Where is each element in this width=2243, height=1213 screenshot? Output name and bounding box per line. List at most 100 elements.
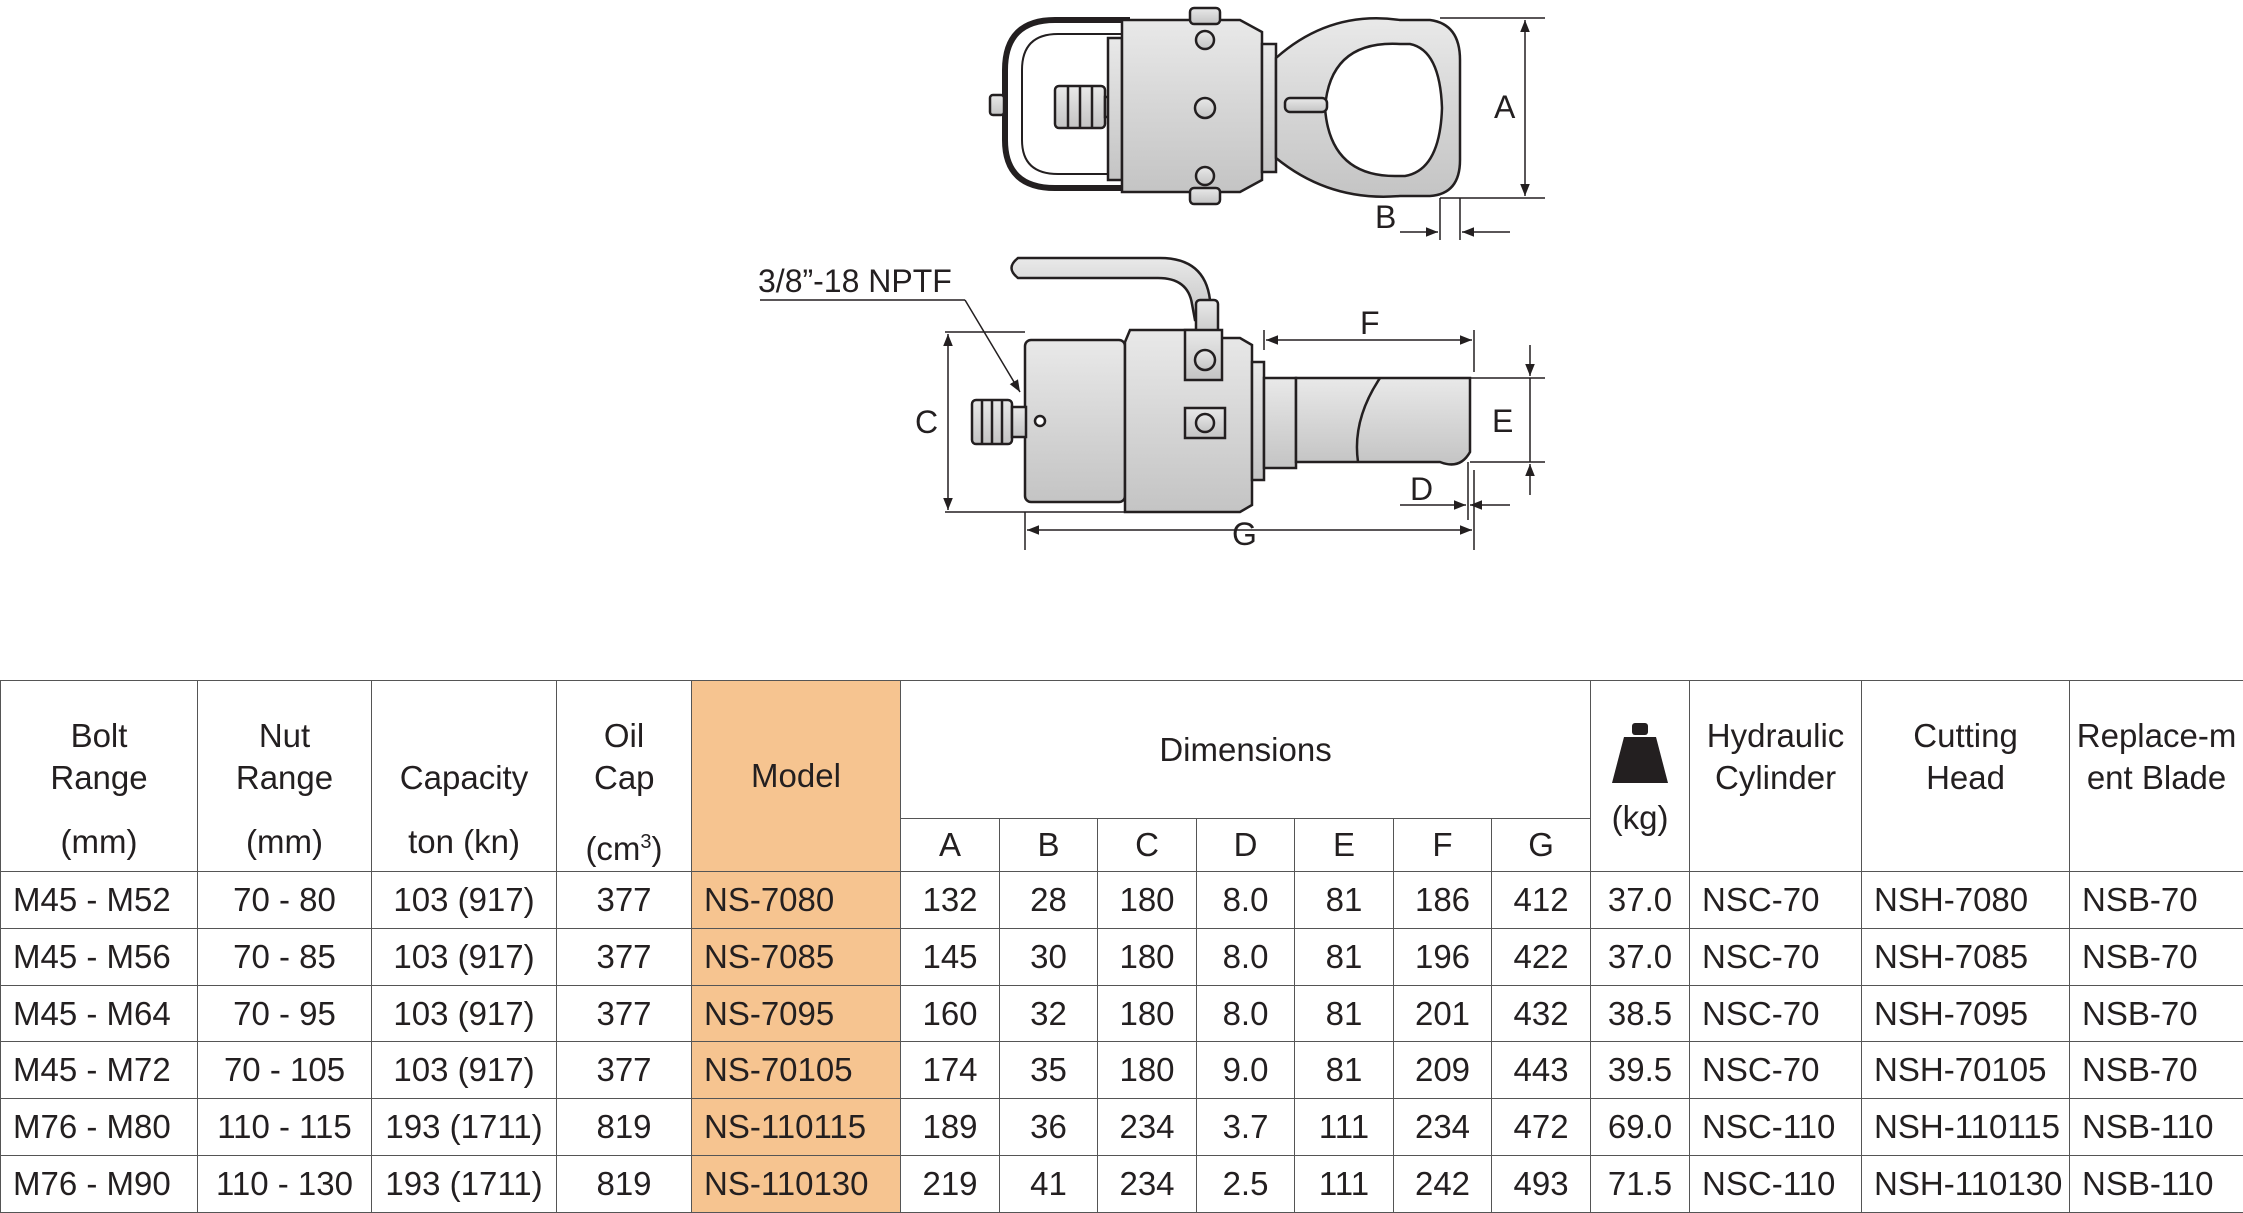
cell-nut-range: 70 - 95: [197, 984, 372, 1043]
cell-dim-e: 81: [1294, 871, 1394, 929]
header-weight: (kg): [1590, 680, 1691, 872]
cell-dim-d: 8.0: [1196, 871, 1295, 929]
cell-model: NS-70105: [691, 1041, 901, 1100]
cell-oil-cap: 377: [556, 1041, 692, 1100]
weight-icon: [1612, 723, 1669, 783]
cell-bolt-range: M45 - M72: [0, 1041, 198, 1100]
cell-dim-g: 443: [1490, 1041, 1592, 1100]
cell-weight: 37.0: [1590, 927, 1691, 986]
cell-weight: 37.0: [1590, 871, 1691, 929]
dim-label-c: C: [915, 404, 938, 440]
port-label: 3/8”-18 NPTF: [758, 263, 952, 299]
cell-dim-a: 189: [900, 1098, 1000, 1157]
cell-dim-c: 180: [1097, 1041, 1197, 1100]
technical-drawing: A B: [758, 6, 1545, 552]
cell-dim-g: 422: [1490, 927, 1592, 986]
cell-capacity: 193 (1711): [371, 1098, 557, 1157]
cell-cutting-head: NSH-70105: [1861, 1041, 2071, 1100]
cell-dim-a: 160: [900, 984, 1000, 1043]
cell-dim-f: 242: [1393, 1155, 1492, 1213]
cell-dim-b: 32: [999, 984, 1098, 1043]
cell-nut-range: 110 - 130: [197, 1155, 372, 1213]
cell-dim-g: 432: [1490, 984, 1592, 1043]
cell-dim-g: 493: [1490, 1155, 1592, 1213]
header-oil-cap-label: Oil Cap: [594, 717, 655, 796]
header-replacement-blade: Replace-ment Blade: [2069, 680, 2243, 872]
cell-cutting-head: NSH-7085: [1861, 927, 2071, 986]
cell-replacement-blade: NSB-70: [2069, 984, 2243, 1043]
cell-nut-range: 70 - 105: [197, 1041, 372, 1100]
cell-dim-d: 3.7: [1196, 1098, 1295, 1157]
cell-dim-a: 174: [900, 1041, 1000, 1100]
header-cutting-head-label: Cutting Head: [1913, 717, 2018, 796]
cell-nut-range: 110 - 115: [197, 1098, 372, 1157]
header-capacity-label: Capacity: [399, 759, 529, 796]
header-capacity-unit: ton (kn): [408, 823, 520, 860]
cell-cutting-head: NSH-7080: [1861, 871, 2071, 929]
cell-capacity: 103 (917): [371, 871, 557, 929]
cell-dim-f: 201: [1393, 984, 1492, 1043]
cell-model: NS-110115: [691, 1098, 901, 1157]
dimension-c-g: [760, 299, 1545, 550]
cell-dim-e: 81: [1294, 927, 1394, 986]
cell-weight: 69.0: [1590, 1098, 1691, 1157]
cell-hydraulic-cylinder: NSC-70: [1689, 1041, 1863, 1100]
cell-hydraulic-cylinder: NSC-110: [1689, 1098, 1863, 1157]
header-dim-d: D: [1196, 818, 1295, 872]
cell-hydraulic-cylinder: NSC-70: [1689, 927, 1863, 986]
header-bolt-range-unit: (mm): [60, 823, 138, 860]
cell-capacity: 103 (917): [371, 1041, 557, 1100]
cell-dim-a: 132: [900, 871, 1000, 929]
cell-dim-b: 36: [999, 1098, 1098, 1157]
dim-label-e: E: [1492, 403, 1513, 439]
header-dim-g: G: [1490, 818, 1592, 872]
cell-dim-f: 186: [1393, 871, 1492, 929]
cell-capacity: 103 (917): [371, 927, 557, 986]
cell-dim-d: 8.0: [1196, 984, 1295, 1043]
header-dim-b: B: [999, 818, 1098, 872]
header-model: Model: [691, 680, 901, 872]
cell-dim-f: 196: [1393, 927, 1492, 986]
cell-dim-b: 30: [999, 927, 1098, 986]
cell-cutting-head: NSH-110115: [1861, 1098, 2071, 1157]
cell-dim-g: 412: [1490, 871, 1592, 929]
cell-bolt-range: M45 - M52: [0, 871, 198, 929]
cell-hydraulic-cylinder: NSC-70: [1689, 871, 1863, 929]
header-nut-range-unit: (mm): [246, 823, 323, 860]
cell-dim-f: 209: [1393, 1041, 1492, 1100]
cell-dim-e: 81: [1294, 1041, 1394, 1100]
cell-bolt-range: M76 - M80: [0, 1098, 198, 1157]
cell-model: NS-7085: [691, 927, 901, 986]
cell-bolt-range: M76 - M90: [0, 1155, 198, 1213]
header-dimensions: Dimensions: [899, 680, 1592, 819]
header-bolt-range: Bolt Range (mm): [0, 680, 198, 872]
cell-replacement-blade: NSB-110: [2069, 1098, 2243, 1157]
header-oil-cap: Oil Cap (cm3): [556, 680, 692, 872]
header-weight-unit: (kg): [1611, 799, 1669, 836]
cell-model: NS-110130: [691, 1155, 901, 1213]
cell-dim-b: 35: [999, 1041, 1098, 1100]
cell-oil-cap: 377: [556, 927, 692, 986]
header-capacity: Capacity ton (kn): [371, 680, 557, 872]
header-dim-a: A: [900, 818, 1000, 872]
dim-label-f: F: [1360, 305, 1380, 341]
dimension-a-b: [1400, 17, 1545, 240]
cell-bolt-range: M45 - M56: [0, 927, 198, 986]
cell-replacement-blade: NSB-70: [2069, 871, 2243, 929]
cell-model: NS-7080: [691, 871, 901, 929]
cell-cutting-head: NSH-110130: [1861, 1155, 2071, 1213]
dim-label-d: D: [1410, 471, 1433, 507]
cell-dim-d: 8.0: [1196, 927, 1295, 986]
header-dim-e: E: [1294, 818, 1394, 872]
header-dim-c: C: [1097, 818, 1197, 872]
dim-label-g: G: [1232, 516, 1257, 552]
cell-bolt-range: M45 - M64: [0, 984, 198, 1043]
cell-dim-g: 472: [1490, 1098, 1592, 1157]
cell-replacement-blade: NSB-70: [2069, 1041, 2243, 1100]
cell-capacity: 193 (1711): [371, 1155, 557, 1213]
cell-replacement-blade: NSB-70: [2069, 927, 2243, 986]
header-nut-range-label: Nut Range: [235, 717, 334, 796]
